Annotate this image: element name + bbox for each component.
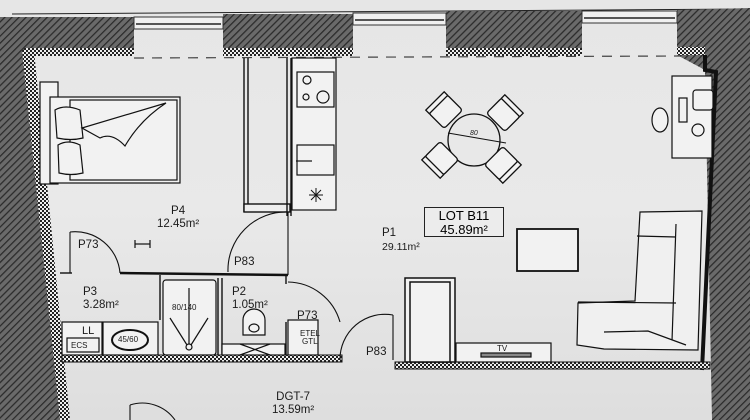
room-id: P3 <box>83 286 98 298</box>
kitchen-counter <box>291 57 337 211</box>
room-label-p1: P1 29.11m² <box>382 227 420 253</box>
lot-name: LOT B11 <box>438 208 490 223</box>
dashed-line <box>133 55 681 59</box>
room-id: P4 <box>171 205 186 217</box>
desk <box>651 75 714 159</box>
electrical-panel-label-1: ETEL <box>300 329 321 338</box>
room-area: 3.28m² <box>83 298 119 311</box>
door-label-p83-p4: P83 <box>234 256 255 268</box>
interior-walls <box>60 58 292 355</box>
lot-total-area: 45.89m² <box>440 222 488 237</box>
room-label-p2: P2 1.05m² <box>232 286 268 311</box>
door-label-p83-p1: P83 <box>366 346 387 358</box>
exterior-wall-top <box>12 8 750 420</box>
sink-label: 45/60 <box>118 335 139 344</box>
tv-label: TV <box>497 344 508 353</box>
table-diameter-label: 80 <box>470 130 478 137</box>
room-id: DGT-7 <box>276 391 311 403</box>
room-id: P1 <box>382 227 397 239</box>
dining-table <box>420 90 525 185</box>
tv-unit <box>455 342 552 363</box>
room-area: 13.59m² <box>272 403 315 416</box>
room-label-p3: P3 3.28m² <box>83 286 119 311</box>
room-area: 29.11m² <box>382 240 420 253</box>
corridor-wall <box>61 354 711 370</box>
shower-label: 80/140 <box>172 303 197 312</box>
sofa <box>576 210 703 351</box>
room-label-p4: P4 12.45m² <box>157 205 200 230</box>
door-swings <box>69 211 394 420</box>
windows <box>133 10 678 30</box>
lot-label-box: LOT B11 45.89m² <box>424 207 504 237</box>
closet <box>404 277 456 363</box>
door-label-p73-p3: P73 <box>78 239 99 251</box>
room-area: 1.05m² <box>232 298 268 311</box>
room-area: 12.45m² <box>157 217 200 230</box>
outer-frame-line <box>11 8 750 15</box>
room-label-dgt7: DGT-7 13.59m² <box>272 391 315 416</box>
marker-icon <box>134 240 151 248</box>
bathroom-fixtures <box>61 279 319 356</box>
door-label-p73-p2: P73 <box>297 310 318 322</box>
room-id: P2 <box>232 286 247 298</box>
electrical-panel-label-2: GTL <box>302 337 318 346</box>
water-heater-label: ECS <box>71 341 88 350</box>
laundry-label: LL <box>82 325 95 337</box>
bed <box>39 81 181 185</box>
coffee-table <box>516 228 579 272</box>
exterior-wall-left <box>0 17 70 420</box>
